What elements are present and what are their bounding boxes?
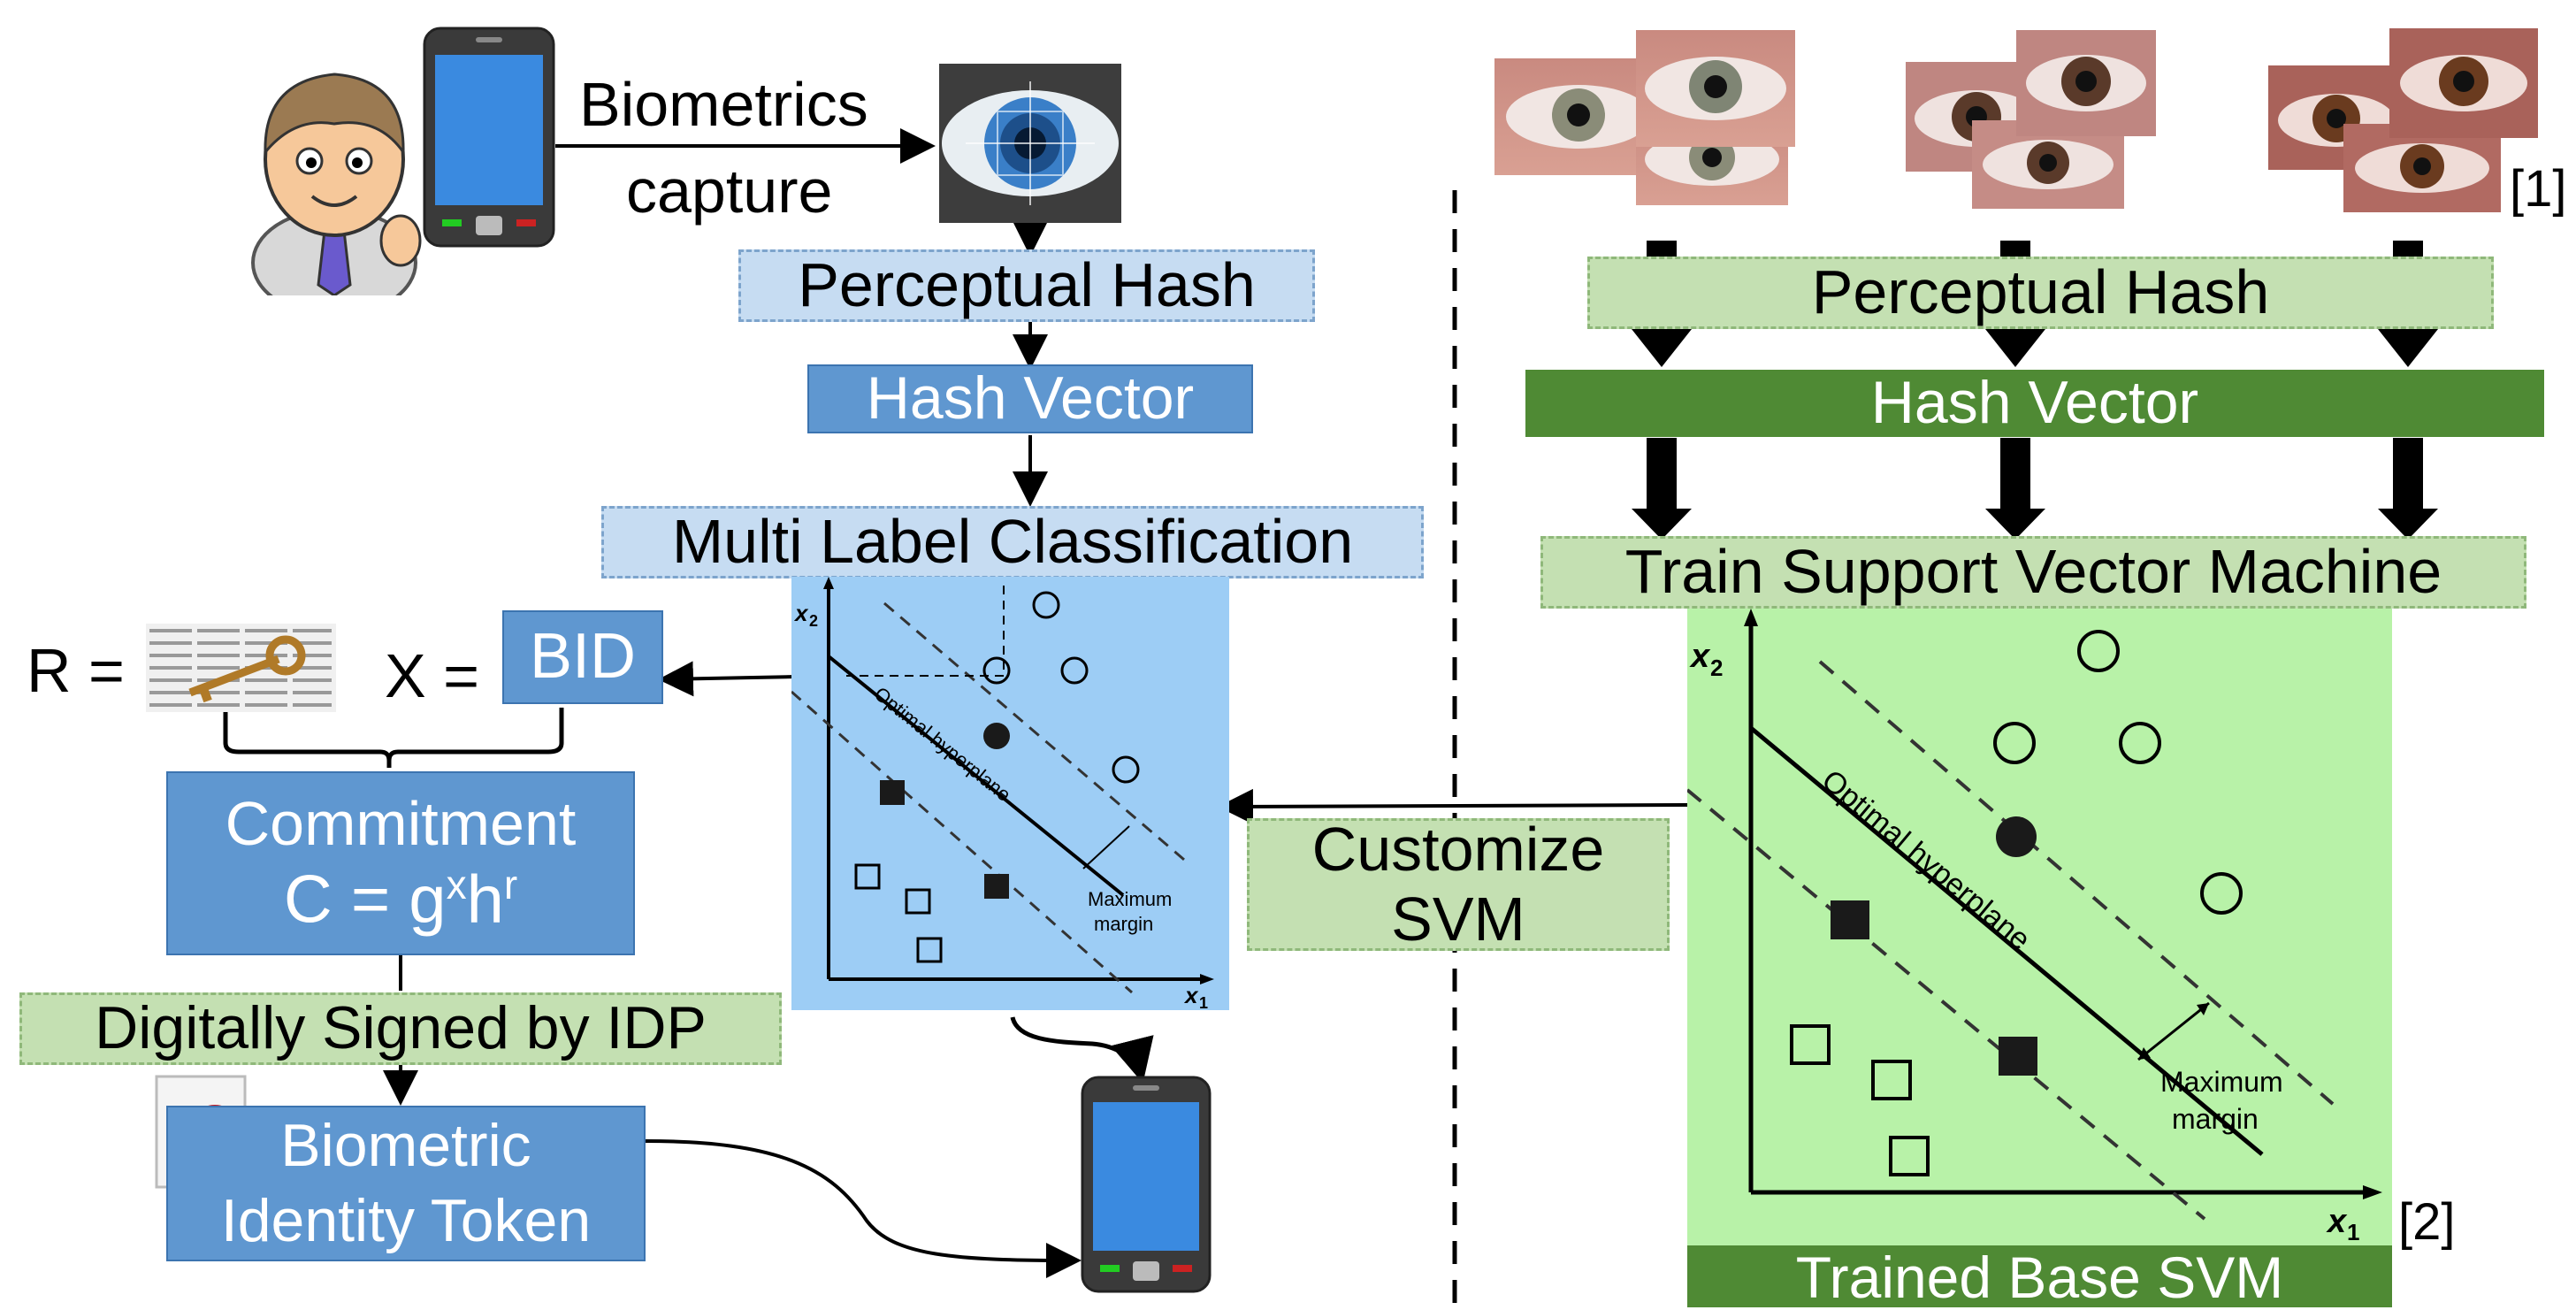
digitally-signed-box: Digitally Signed by IDP xyxy=(19,992,782,1065)
reference-1: [1] xyxy=(2510,160,2567,218)
arrow-svm-to-bid xyxy=(658,661,797,697)
commitment-box: Commitment C = gxhr xyxy=(166,771,635,955)
brace-to-commitment xyxy=(223,708,564,762)
commitment-formula: C = gxhr xyxy=(283,862,518,938)
perceptual-hash-right: Perceptual Hash xyxy=(1587,257,2494,329)
svg-text:1: 1 xyxy=(2347,1219,2359,1245)
capture-label-line2: capture xyxy=(626,157,833,226)
commitment-title: Commitment xyxy=(225,788,577,858)
x-axis-label-right: x xyxy=(2326,1203,2348,1240)
svg-text:2: 2 xyxy=(809,612,818,630)
capture-label-line1: Biometrics xyxy=(579,70,868,139)
phone-icon-top xyxy=(423,27,555,248)
svg-text:2: 2 xyxy=(1710,655,1723,681)
y-axis-label: x xyxy=(793,600,809,626)
x-axis-label: x xyxy=(1183,982,1199,1008)
svg-text:margin: margin xyxy=(2172,1103,2259,1135)
train-svm-box: Train Support Vector Machine xyxy=(1540,536,2526,609)
svm-right-bg xyxy=(1687,609,2392,1245)
svg-text:1: 1 xyxy=(1199,994,1208,1010)
vector-to-train-arrows xyxy=(1632,438,2438,540)
eye-cluster-3 xyxy=(2268,28,2538,212)
eye-cluster-1 xyxy=(1494,30,1795,205)
multi-label-classification: Multi Label Classification xyxy=(601,506,1424,578)
svg-text:Maximum: Maximum xyxy=(1088,888,1172,910)
key-icon xyxy=(146,624,336,712)
svg-text:margin: margin xyxy=(1094,913,1153,935)
svg-text:Maximum: Maximum xyxy=(2160,1066,2283,1098)
arrow-token-to-phone xyxy=(645,1139,1082,1278)
arrow-customize-svm xyxy=(1218,788,1688,824)
phone-icon-bottom xyxy=(1081,1076,1212,1293)
svm-plot-right: x 2 x 1 Optimal hyperplane Maximum margi… xyxy=(1687,609,2392,1245)
r-label: R = xyxy=(27,636,125,705)
reference-2: [2] xyxy=(2398,1193,2456,1251)
biometric-identity-token: Biometric Identity Token xyxy=(166,1106,646,1261)
blue-eye-image xyxy=(939,64,1121,223)
hash-vector-right: Hash Vector xyxy=(1525,370,2544,437)
arrow-svm-to-phone xyxy=(1010,1016,1154,1084)
x-label: X = xyxy=(385,641,480,710)
perceptual-hash-left: Perceptual Hash xyxy=(738,249,1315,322)
eye-samples xyxy=(1494,28,2538,212)
y-axis-label-right: x xyxy=(1689,638,1711,675)
bid-box: BID xyxy=(502,610,663,704)
trained-base-svm: Trained Base SVM xyxy=(1687,1245,2392,1308)
user-avatar-icon xyxy=(251,73,422,295)
customize-svm-box: Customize SVM xyxy=(1247,816,1670,952)
svm-left-bg xyxy=(791,577,1229,1010)
svm-plot-left: x 2 x 1 Optimal hyperplane Maximum margi… xyxy=(791,577,1229,1010)
eye-cluster-2 xyxy=(1906,30,2156,209)
hash-vector-left: Hash Vector xyxy=(807,364,1253,433)
